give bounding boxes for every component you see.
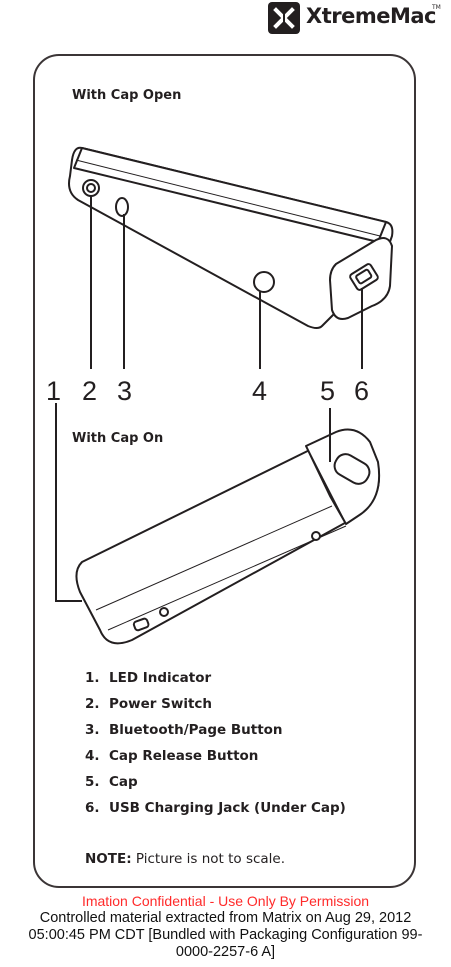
xtrememac-logo-icon <box>268 2 300 34</box>
legend-label: Power Switch <box>109 696 213 712</box>
note-prefix: NOTE: <box>85 851 132 867</box>
legend-item: 4. Cap Release Button <box>85 748 346 774</box>
legend-number: 5. <box>85 774 100 790</box>
callout-5: 5 <box>320 376 336 406</box>
brand-name: XtremeMac <box>306 4 436 28</box>
callout-3: 3 <box>117 376 133 406</box>
legend-number: 2. <box>85 696 100 712</box>
legend-item: 5. Cap <box>85 774 346 800</box>
legend-number: 4. <box>85 748 100 764</box>
legend-number: 1. <box>85 670 100 686</box>
legend-number: 6. <box>85 800 100 816</box>
document-footer: Controlled material extracted from Matri… <box>0 910 451 961</box>
brand-logo: XtremeMac TM <box>268 2 448 34</box>
leader-line-1 <box>55 403 82 602</box>
parts-legend: 1. LED Indicator 2. Power Switch 3. Bluetoo… <box>85 670 346 826</box>
note-text: Picture is not to scale. <box>131 851 286 867</box>
callout-4: 4 <box>252 376 268 406</box>
legend-number: 3. <box>85 722 100 738</box>
device-body-open <box>68 146 394 329</box>
cap-slot <box>333 453 371 485</box>
footer-line: 0000-2257-6 A] <box>175 944 276 960</box>
legend-label: Cap Release Button <box>109 748 259 764</box>
legend-label: Bluetooth/Page Button <box>109 722 283 738</box>
cap-open-heading: With Cap Open <box>72 88 182 103</box>
scale-note: NOTE: Picture is not to scale. <box>85 851 285 867</box>
legend-label: LED Indicator <box>109 670 212 686</box>
legend-item: 1. LED Indicator <box>85 670 346 696</box>
cap-on-heading: With Cap On <box>72 431 164 446</box>
confidential-watermark: Imation Confidential - Use Only By Permi… <box>81 893 370 909</box>
cap-release-button <box>253 271 275 293</box>
footer-line: Controlled material extracted from Matri… <box>39 910 412 926</box>
legend-label: USB Charging Jack (Under Cap) <box>109 800 346 816</box>
trademark-mark: TM <box>432 4 441 11</box>
legend-item: 3. Bluetooth/Page Button <box>85 722 346 748</box>
callout-1: 1 <box>46 376 62 406</box>
legend-label: Cap <box>109 774 138 790</box>
footer-line: 05:00:45 PM CDT [Bundled with Packaging … <box>28 927 423 943</box>
diagram-card <box>33 54 416 888</box>
legend-item: 2. Power Switch <box>85 696 346 722</box>
callout-6: 6 <box>354 376 370 406</box>
legend-item: 6. USB Charging Jack (Under Cap) <box>85 800 346 826</box>
callout-2: 2 <box>82 376 98 406</box>
power-switch <box>115 197 129 217</box>
